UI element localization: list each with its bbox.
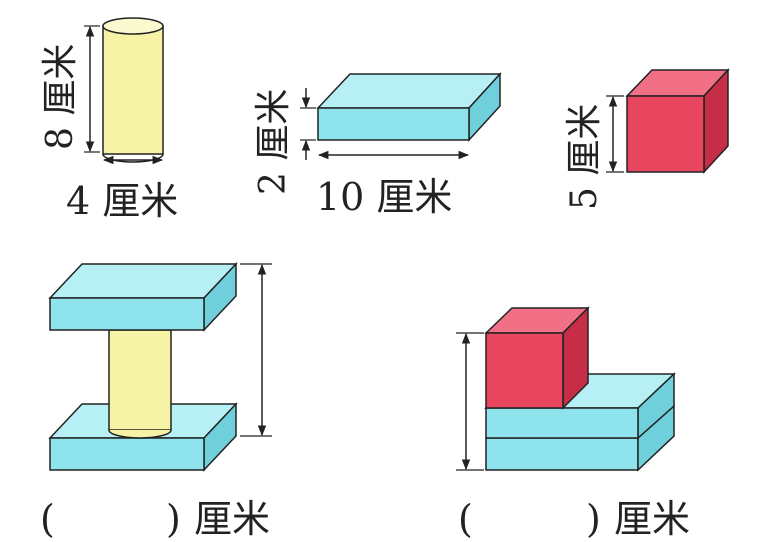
answer-right-close-paren: ) <box>586 497 601 541</box>
slab-front-face <box>317 107 470 141</box>
assembly-left-top-slab-front <box>49 297 205 331</box>
answer-left-close-paren: ) <box>166 497 181 541</box>
cube-front-face <box>626 95 705 173</box>
assembly-right-upper-slab-front <box>485 407 639 439</box>
assembly-right <box>456 306 676 472</box>
cylinder-bottom-edge <box>102 153 164 163</box>
assembly-right-lower-slab-front <box>485 437 639 471</box>
assembly-left-cylinder <box>108 329 172 431</box>
cylinder-piece: 8 厘米 4 厘米 <box>40 17 178 223</box>
answer-right[interactable]: ( ) 厘米 <box>458 497 690 541</box>
assembly-left <box>48 262 272 472</box>
answer-right-unit: 厘米 <box>614 497 690 541</box>
slab-height-label: 2 厘米 <box>253 89 294 195</box>
answer-right-open-paren: ( <box>458 497 473 541</box>
cube-piece: 5 厘米 <box>564 68 730 210</box>
cylinder-body <box>102 25 164 155</box>
answer-left-unit: 厘米 <box>194 497 270 541</box>
assembly-right-cube-front <box>485 332 564 409</box>
cube-edge-label: 5 厘米 <box>564 104 605 210</box>
slab-length-label: 10 厘米 <box>316 175 452 219</box>
cylinder-height-label: 8 厘米 <box>40 44 81 150</box>
cylinder-width-label: 4 厘米 <box>66 179 178 223</box>
assembly-left-bottom-slab-front <box>49 437 205 471</box>
cylinder-top <box>102 17 164 35</box>
answer-left[interactable]: ( ) 厘米 <box>40 497 270 541</box>
answer-left-open-paren: ( <box>40 497 55 541</box>
slab-piece: 2 厘米 10 厘米 <box>253 72 502 219</box>
